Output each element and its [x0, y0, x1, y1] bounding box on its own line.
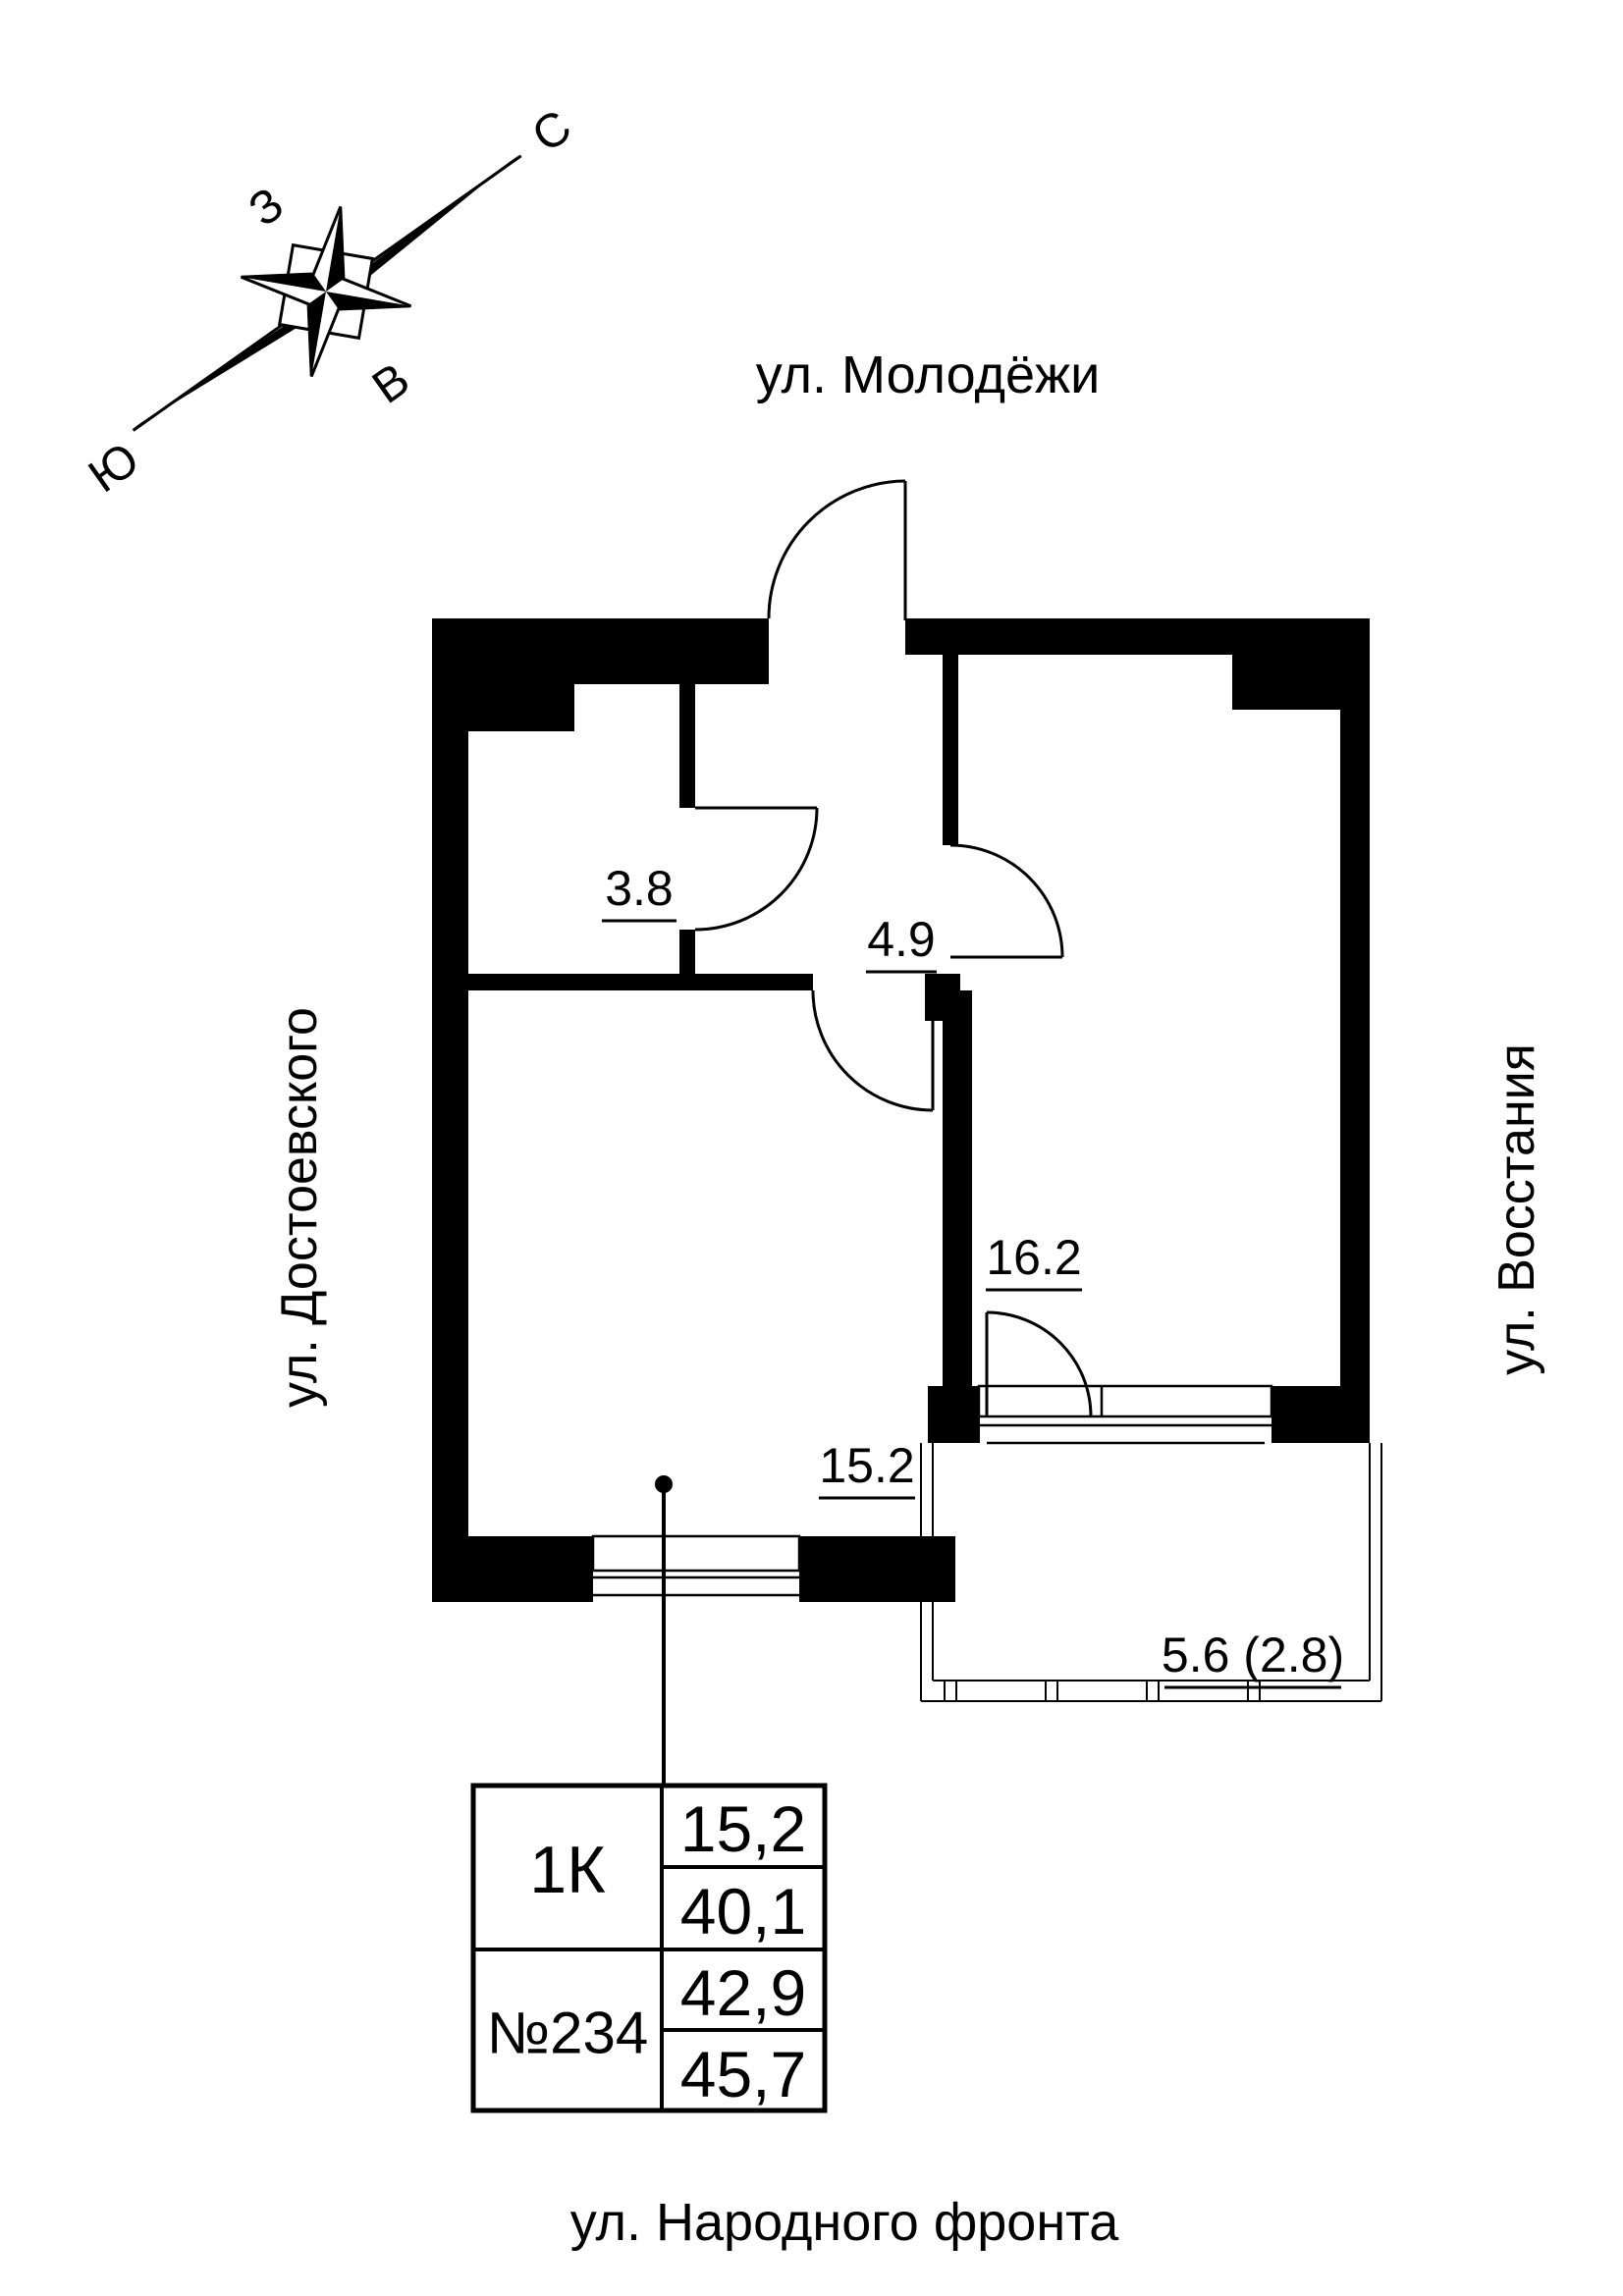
- room162-door-arc: [949, 843, 1064, 958]
- balcony-door-arc: [986, 1310, 1093, 1417]
- room-label-bathroom: 3.8: [605, 861, 674, 916]
- compass-north-label: С: [523, 100, 581, 162]
- window-room152-frame: [591, 1534, 801, 1573]
- wall-hall-room162: [943, 653, 958, 845]
- wall-vestibule-band: [574, 653, 769, 684]
- windows: [577, 1384, 1273, 1597]
- room152-door-arc: [811, 989, 934, 1112]
- compass-star-fill: [326, 206, 344, 292]
- compass-west-label: З: [240, 178, 293, 237]
- area-value-living: 15,2: [680, 1792, 806, 1865]
- compass-star-fill: [241, 274, 326, 292]
- wall-bottom-right: [799, 1536, 955, 1602]
- wall-room152-room162: [943, 990, 972, 1386]
- wall-bottom-left: [432, 1536, 593, 1602]
- street-label-top: ул. Молодёжи: [756, 346, 1101, 404]
- compass-east-label: В: [363, 353, 419, 414]
- pier-top-left: [452, 653, 574, 731]
- wall-room152-top: [452, 974, 813, 990]
- street-label-right: ул. Восстания: [1488, 1043, 1545, 1375]
- compass-south-label: Ю: [80, 433, 148, 503]
- apartment-type: 1К: [529, 1833, 606, 1907]
- pier-balcony-left: [928, 1386, 980, 1443]
- area-value-apartment: 40,1: [680, 1875, 806, 1948]
- balcony-railing: [920, 1443, 1382, 1702]
- room-label-living-room: 16.2: [986, 1230, 1081, 1285]
- apartment-number: №234: [487, 2001, 648, 2066]
- entrance-door-arc: [767, 479, 906, 619]
- room-labels: 3.8 4.9 16.2 15.2 5.6 (2.8): [602, 861, 1344, 1689]
- compass-star-fill: [326, 292, 411, 309]
- area-value-total: 42,9: [680, 1956, 806, 2029]
- area-value-total-balcony: 45,7: [680, 2038, 806, 2110]
- wall-top-right: [905, 618, 1370, 655]
- pier-balcony-right: [1271, 1386, 1370, 1443]
- wall-top-left: [432, 618, 769, 655]
- window-room162-frame: [977, 1384, 1273, 1418]
- apartment-info-table: 1К №234 15,2 40,1 42,9 45,7: [470, 1783, 828, 2113]
- wall-right: [1340, 653, 1370, 1386]
- doors: [694, 479, 1093, 1417]
- room-label-hallway: 4.9: [867, 912, 936, 967]
- walls: [432, 618, 1370, 1602]
- compass-star-fill: [308, 292, 326, 377]
- wall-bathroom-upper: [679, 684, 695, 808]
- bathroom-door-arc: [694, 807, 819, 932]
- room-label-balcony: 5.6 (2.8): [1162, 1628, 1344, 1682]
- street-label-left: ул. Достоевского: [271, 1007, 328, 1408]
- room-label-main-room: 15.2: [819, 1438, 914, 1493]
- compass-rose: С Ю З В: [80, 100, 581, 503]
- street-label-bottom: ул. Народного фронта: [570, 2193, 1120, 2252]
- wall-left: [432, 618, 468, 1602]
